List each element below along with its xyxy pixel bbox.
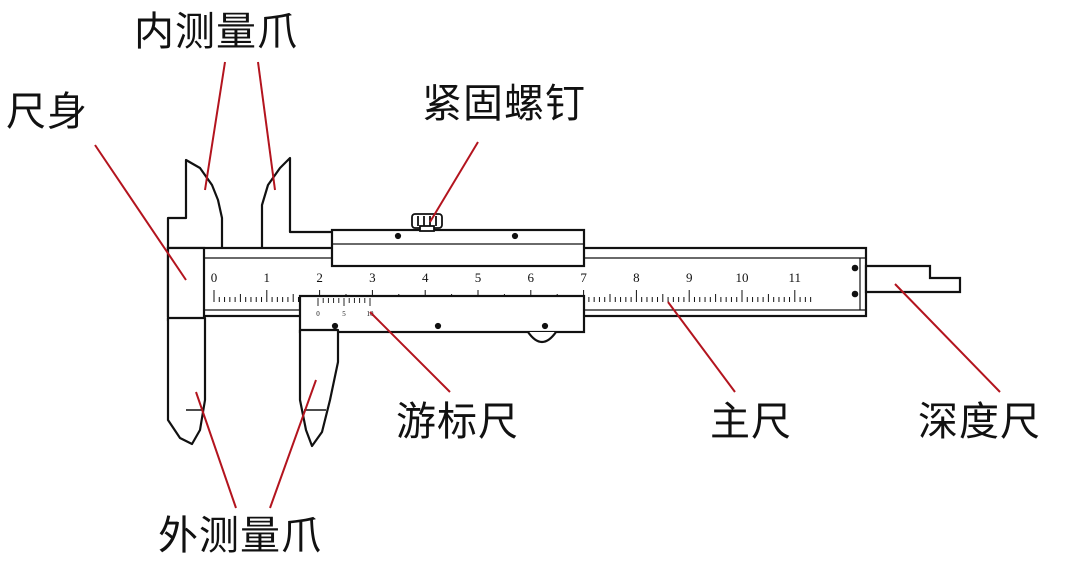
leader-vernier-scale [369,311,451,393]
label-locking-screw: 紧固螺钉 [422,81,586,127]
leader-inner-jaw-left [204,61,226,191]
label-ruler-body: 尺身 [6,89,88,135]
inner-jaw-fixed [166,158,224,252]
main-scale-number: 9 [686,270,693,285]
main-scale-number: 4 [422,270,429,285]
label-outer-jaws: 外测量爪 [158,513,322,559]
main-scale-number: 3 [369,270,376,285]
inner-jaws [166,156,336,252]
main-scale-number: 10 [736,270,749,285]
main-scale-number: 5 [475,270,482,285]
vernier-scale-ticks [317,298,371,306]
main-scale-number: 6 [528,270,535,285]
leader-outer-jaw-right [269,379,317,509]
label-depth-rod: 深度尺 [918,399,1041,445]
vernier-number: 10 [367,310,375,318]
leader-depth-rod [894,283,1001,393]
main-scale-number: 8 [633,270,640,285]
vernier-number: 0 [316,310,320,318]
vernier-frame-top [330,228,586,268]
outer-jaw-fixed [166,316,207,446]
main-scale-number: 0 [211,270,218,285]
main-scale-number: 11 [789,270,802,285]
main-scale-numbers: 0 1 2 3 4 5 6 7 8 9 10 11 [211,270,801,285]
depth-rod [864,264,962,294]
vernier-number: 5 [342,310,346,318]
leader-ruler-body [94,144,187,281]
label-vernier-scale: 游标尺 [396,399,519,445]
vernier-scale-plate [298,294,586,344]
outer-jaw-movable [298,328,340,448]
leader-main-scale [667,301,736,393]
fixed-jaw-block [166,246,206,322]
leader-inner-jaw-right [257,61,276,191]
label-main-scale: 主尺 [710,399,792,445]
main-scale-number: 7 [580,270,587,285]
locking-screw [411,213,443,232]
leader-lines [94,61,1001,509]
leader-outer-jaw-left [195,391,237,509]
main-scale-number: 1 [264,270,271,285]
label-inner-jaws: 内测量爪 [134,9,298,55]
leader-locking-screw [429,141,479,223]
outer-jaws [166,316,340,448]
main-scale-number: 2 [316,270,323,285]
vernier-scale-numbers: 0 5 10 [316,310,374,318]
